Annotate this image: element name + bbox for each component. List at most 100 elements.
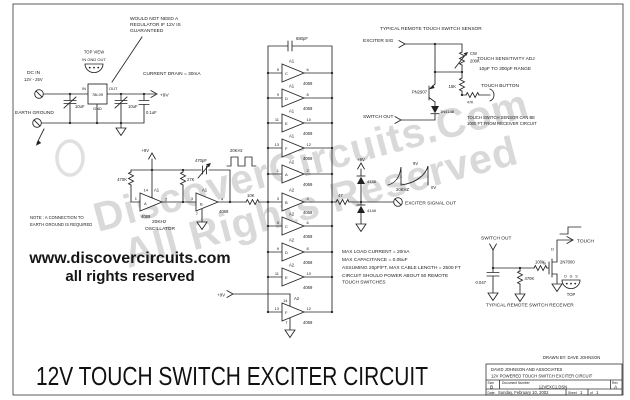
resistor-icon (458, 77, 466, 92)
drawn-by-label: DRAWN BY: DAVE JOHNSON (543, 355, 600, 360)
gate-pin: 4 (221, 197, 224, 202)
date-value: Sunday, February 10, 2002 (498, 390, 549, 395)
exciter-output: 47 +9V 4148 4148 EXCITER SIGNAL OUT 20KH… (331, 157, 456, 232)
current-drain-label: CURRENT DRAIN = 30mA (143, 71, 201, 77)
resistor-icon (335, 198, 350, 206)
r-value: 27K (187, 177, 195, 182)
gate-pin: 10 (307, 271, 312, 276)
to92-package-icon (561, 279, 581, 289)
gate-ref: A1 (289, 109, 295, 114)
gate-ref: A2 (289, 160, 295, 165)
capacitor-icon (486, 272, 500, 277)
resistor-icon (245, 198, 260, 206)
gate-pin: 8 (307, 246, 310, 251)
gate-pin: 9 (277, 246, 280, 251)
sensor-note: 1000 FT FROM RECEIVER CIRCUIT (467, 121, 537, 126)
earth-note: EARTH GROUND IS REQUIRED (30, 222, 92, 227)
trimmer-arrow (197, 164, 210, 179)
r-value: 10K (247, 193, 255, 198)
gate-pin: 12 (307, 306, 312, 311)
ground-icon (487, 287, 499, 301)
gate-pin: 1 (277, 168, 280, 173)
inverter-gate: 13 12 A2 14 F 7 4069 (266, 293, 334, 338)
resistor-icon (516, 270, 524, 285)
inverter-gate: 5 6 A1 C 4069 (266, 59, 334, 86)
gate-part: 4069 (219, 209, 229, 214)
sawtooth-icon (387, 165, 429, 186)
watermark-ring-icon (55, 139, 85, 177)
sheet-total: 1 (596, 390, 599, 395)
power-section: WOULD NOT NEED A REGULATOR IF 12V IS GUA… (15, 16, 201, 227)
gate-letter: C (285, 71, 288, 76)
osc-name-label: OSCILLATOR (145, 226, 175, 232)
site-rights: all rights reserved (65, 268, 194, 285)
regulator-body (87, 83, 108, 105)
gate-ref: A1 (289, 134, 295, 139)
gate-pin: 13 (275, 306, 280, 311)
gate-part: 4069 (303, 285, 313, 290)
doc-number-value: 12VEXC1.DSN (539, 385, 567, 390)
sheet-title: 12V TOUCH SWITCH EXCITER CIRCUIT (36, 363, 428, 391)
gate-letter: D (285, 250, 288, 255)
gate-letter: F (285, 146, 288, 151)
note-pointer-line (111, 36, 143, 83)
r-value: 15K (449, 84, 457, 89)
exciter-9v-label: +9V (357, 157, 365, 162)
sensor-title: TYPICAL REMOTE TOUCH SWITCH SENSOR (380, 26, 482, 32)
gate-pin: 1 (135, 196, 138, 201)
c-value: 680pF (296, 36, 308, 41)
sheet-header: Sheet (568, 391, 577, 395)
inverter-gate: 3 4 A2 B 4069 (267, 188, 334, 215)
gate-letter: A (144, 201, 147, 206)
earth-terminal-icon (32, 118, 42, 128)
gate-part: 4069 (303, 81, 313, 86)
touch-button-label: TOUCH BUTTON (481, 83, 519, 89)
diode-part: 1N4148 (440, 109, 455, 114)
power-arrow-icon (226, 290, 234, 298)
exciter-out-label: EXCITER SIGNAL OUT (405, 201, 456, 207)
pkg-pin-label: S (575, 275, 578, 279)
note-line: MAX CAPACITANCE = 0.05uF (342, 257, 408, 263)
gate-pin: 6 (307, 220, 310, 225)
exciter-sig-label: EXCITER SIG (363, 38, 394, 44)
pot-value: 200K (470, 59, 480, 64)
rev-header: Rev (612, 381, 618, 385)
gate-ref: A2 (289, 212, 295, 217)
capacitor-plates (63, 100, 150, 105)
gate-letter: E (285, 121, 288, 126)
title-block-border (485, 363, 623, 396)
top-view-label: TOP VIEW (84, 50, 104, 55)
touch-signal-label: TOUCH (577, 239, 595, 245)
squarewave-icon (226, 156, 257, 167)
rev-value: A (614, 385, 618, 391)
gate-ref: A1 (289, 59, 295, 64)
pkg-pin-label: D (564, 275, 567, 279)
site-stamp: www.discovercircuits.com all rights rese… (28, 250, 230, 285)
gate-part: 4069 (141, 214, 151, 219)
ground-icon (115, 122, 127, 136)
oscillator-section: +9V 470K 27K 470pF 10K 14 A1 A 1 2 4069 … (117, 148, 270, 232)
stack-9v-label: +9V (217, 293, 225, 298)
r-value: 47K (467, 101, 474, 105)
output-terminal-icon (393, 197, 403, 207)
buffer-stack: 680pF 5 6 A1 C 4069 9 8 A1 D 4069 11 10 … (217, 36, 334, 338)
regulator-out-label: OUT (109, 86, 118, 91)
pkg-top-label: TOP (567, 292, 576, 297)
note-line: CIRCUIT SHOULD POWER ABOUT 50 REMOTE (342, 273, 448, 279)
regulator-note: REGULATOR IF 12V IS (130, 22, 181, 28)
date-header: Date: (488, 391, 496, 395)
inverter-gate: 9 8 A2 D 4069 (266, 238, 334, 265)
gate-pin: 8 (307, 92, 310, 97)
step-wave-icon (559, 226, 582, 235)
regulator-gnd-label: GND (93, 106, 102, 111)
site-url: www.discovercircuits.com (28, 250, 230, 267)
note-line: ASSUMING 20pF/FT, MAX CABLE LENGTH = 250… (342, 265, 461, 271)
resistor-icon (127, 171, 135, 186)
dc-in-label: DC IN (27, 70, 41, 76)
transistor-arrowhead-icon (429, 84, 435, 90)
pot-wiper-arrow (454, 53, 467, 69)
to92-package-icon (84, 63, 104, 73)
gate-ref: A1 (202, 188, 208, 193)
regulator-note: GUARANTEED (130, 28, 164, 34)
wave-lo-label: 0V (431, 185, 436, 190)
